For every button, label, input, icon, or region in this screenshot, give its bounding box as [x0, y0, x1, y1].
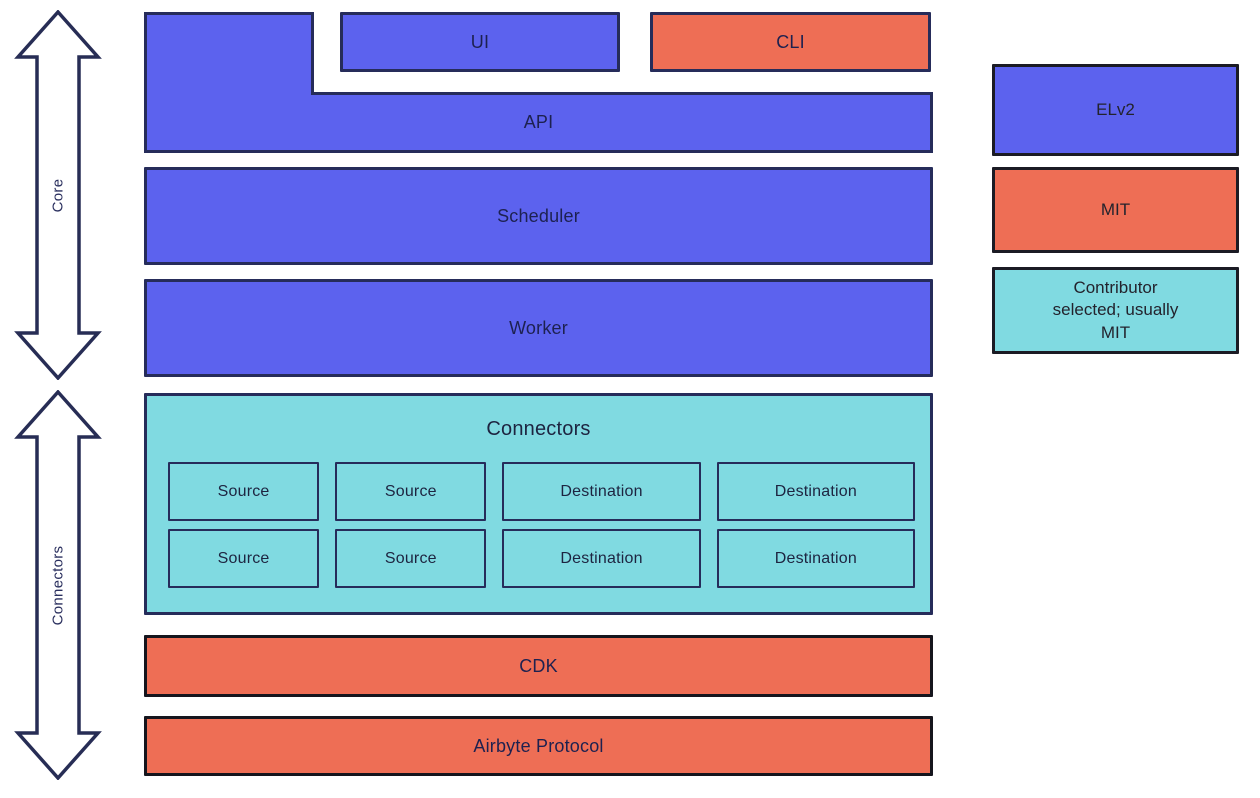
scheduler-block: Scheduler	[144, 167, 933, 265]
cli-block: CLI	[650, 12, 931, 72]
airbyte-protocol-block: Airbyte Protocol	[144, 716, 933, 776]
source-connector-cell: Source	[335, 529, 487, 588]
connectors-double-arrow-icon: Connectors	[14, 390, 102, 780]
connectors-row-1: Source Source Destination Destination	[168, 462, 915, 521]
source-connector-cell: Source	[168, 529, 320, 588]
connectors-block-title: Connectors	[486, 418, 591, 440]
source-connector-cell: Source	[335, 462, 487, 521]
connectors-row-2: Source Source Destination Destination	[168, 529, 915, 588]
cdk-block: CDK	[144, 635, 933, 697]
connectors-double-arrow-shape	[14, 390, 102, 780]
connectors-block: Connectors Source Source Destination Des…	[144, 393, 933, 615]
worker-block: Worker	[144, 279, 933, 377]
legend-contributor-selected: Contributor selected; usually MIT	[992, 267, 1239, 354]
core-double-arrow-icon: Core	[14, 10, 102, 380]
destination-connector-cell: Destination	[502, 462, 701, 521]
source-connector-cell: Source	[168, 462, 320, 521]
destination-connector-cell: Destination	[502, 529, 701, 588]
api-block-label: API	[523, 111, 554, 132]
api-block-shape	[144, 12, 933, 153]
destination-connector-cell: Destination	[716, 529, 915, 588]
destination-connector-cell: Destination	[716, 462, 915, 521]
legend-mit: MIT	[992, 167, 1239, 253]
ui-block: UI	[340, 12, 620, 72]
core-double-arrow-shape	[14, 10, 102, 380]
legend-elv2: ELv2	[992, 64, 1239, 156]
